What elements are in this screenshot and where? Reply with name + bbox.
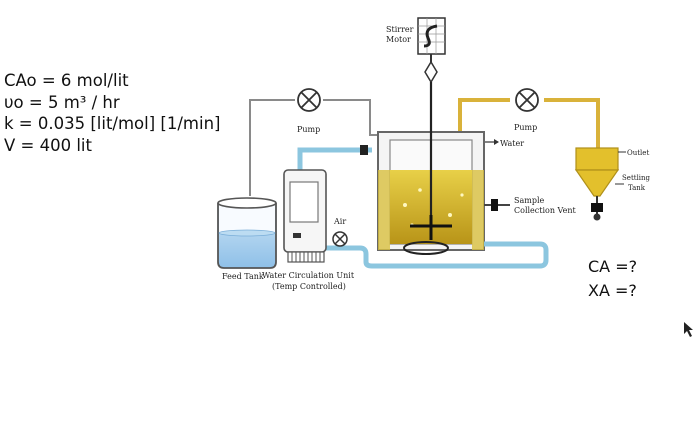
right-pump-label: Pump [514, 123, 537, 132]
circulation-label-1: Water Circulation Unit [262, 271, 355, 280]
jacket-valve-icon [360, 145, 368, 155]
feed-tank [217, 197, 277, 269]
circulation-label-2: (Temp Controlled) [272, 282, 346, 291]
given-cao: CAo = 6 mol/lit [4, 71, 129, 90]
given-k: k = 0.035 [lit/mol] [1/min] [4, 114, 221, 133]
stirrer-label-1: Stirrer [386, 25, 414, 34]
given-data-block: CAo = 6 mol/lit υo = 5 m³ / hr k = 0.035… [4, 70, 220, 156]
circulation-unit [283, 169, 327, 263]
water-return-pipe [324, 241, 549, 269]
stirrer-label-2: Motor [386, 35, 411, 44]
given-v: V = 400 lit [4, 135, 92, 155]
right-pump-icon [515, 88, 539, 112]
left-pump-icon [297, 88, 321, 112]
given-vo: υo = 5 m³ / hr [4, 92, 120, 112]
mouse-cursor-icon [684, 322, 693, 337]
unknowns-block: CA =? XA =? [588, 255, 637, 303]
air-pump-icon [332, 231, 348, 247]
stirrer-motor-icon [417, 17, 446, 55]
water-label: Water [500, 139, 524, 148]
sample-valve-icon [491, 199, 498, 211]
air-label: Air [333, 217, 346, 226]
sample-label-1: Sample [514, 196, 545, 205]
unknown-xa: XA =? [588, 281, 637, 300]
left-pump-label: Pump [297, 125, 320, 134]
settling-label-1: Settling [622, 174, 651, 182]
stirrer-joint-icon [424, 60, 438, 84]
unknown-ca: CA =? [588, 257, 638, 276]
sample-label-2: Collection Vent [514, 206, 576, 215]
settling-label-2: Tank [628, 184, 646, 192]
outlet-label: Outlet [627, 149, 649, 157]
sparger-ring [403, 241, 449, 255]
jacket-inlet-pipe [297, 147, 372, 170]
impeller-icon [410, 215, 452, 240]
water-arrow-head [494, 139, 499, 145]
feed-tank-label: Feed Tank [222, 272, 264, 281]
settling-tank [574, 147, 620, 221]
